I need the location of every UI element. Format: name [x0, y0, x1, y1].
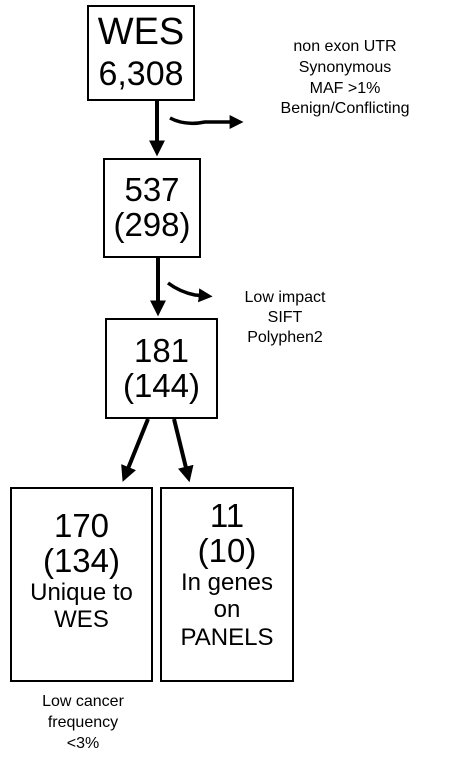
filter-note-line: Polyphen2 — [247, 329, 323, 346]
node-537-count: 537 — [124, 171, 180, 209]
node-170-label: WES — [54, 606, 109, 634]
node-11-label: In genes — [180, 569, 274, 597]
filter-note-line: Benign/Conflicting — [280, 100, 410, 118]
filter-note-1: non exon UTR Synonymous MAF >1% Benign/C… — [256, 37, 434, 120]
filter-note-2: Low impact SIFT Polyphen2 — [215, 288, 355, 348]
node-11: 11 (10) In genes on PANELS — [160, 487, 294, 682]
filter-note-line: Low cancer — [42, 693, 124, 710]
node-11-count: 11 — [209, 497, 245, 534]
node-wes-title: WES — [97, 11, 185, 54]
node-181: 181 (144) — [105, 318, 218, 419]
filter-note-line: frequency — [47, 713, 119, 731]
filter-note-line: Low impact — [244, 289, 326, 306]
node-537: 537 (298) — [103, 158, 201, 258]
arrow-181-to-11 — [172, 418, 194, 483]
arrow-181-to-170 — [121, 418, 150, 482]
node-11-sub: (10) — [197, 531, 257, 569]
filter-note-line: non exon UTR — [293, 38, 397, 55]
filter-note-line: <3% — [66, 734, 100, 752]
filter-note-3: Low cancer frequency <3% — [18, 692, 148, 754]
node-170-count: 170 — [53, 507, 110, 544]
node-11-label: PANELS — [180, 623, 274, 651]
node-11-label: on — [213, 596, 241, 624]
arrow-filter1 — [169, 115, 244, 129]
node-537-sub: (298) — [113, 206, 191, 243]
node-181-count: 181 — [133, 331, 190, 369]
filter-note-line: SIFT — [267, 309, 303, 326]
filter-note-line: Synonymous — [298, 58, 392, 76]
filter-note-line: MAF >1% — [309, 79, 381, 97]
node-170: 170 (134) Unique to WES — [10, 487, 153, 682]
node-181-sub: (144) — [122, 366, 201, 404]
node-wes: WES 6,308 — [87, 5, 195, 101]
arrow-filter2 — [166, 281, 213, 303]
node-170-label: Unique to — [30, 579, 133, 607]
node-170-sub: (134) — [42, 541, 121, 579]
node-wes-count: 6,308 — [98, 55, 184, 94]
